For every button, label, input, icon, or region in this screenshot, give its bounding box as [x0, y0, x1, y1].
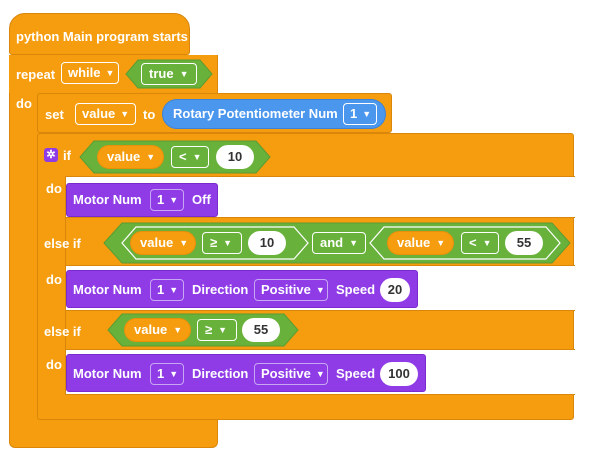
chevron-down-icon: ▼ — [169, 195, 179, 205]
cond2b-operator-dropdown[interactable]: <▼ — [461, 232, 499, 254]
chevron-down-icon: ▼ — [169, 285, 179, 295]
gear-icon[interactable]: ✲ — [44, 148, 58, 162]
motor-direction-speed-block-2[interactable] — [66, 354, 426, 392]
chevron-down-icon: ▼ — [436, 238, 446, 248]
cond2b-value[interactable]: 55 — [505, 231, 543, 255]
chevron-down-icon: ▼ — [482, 238, 492, 248]
chevron-down-icon: ▼ — [362, 109, 372, 119]
elseif-label-1: else if — [44, 236, 81, 251]
if-do-label-3: do — [46, 357, 62, 372]
motor3-label: Motor Num — [73, 366, 142, 381]
set-to-label: to — [143, 107, 156, 122]
cond1-value[interactable]: 10 — [216, 145, 254, 169]
chevron-down-icon: ▼ — [169, 369, 179, 379]
motor2-num-dropdown[interactable]: 1▼ — [150, 279, 184, 301]
chevron-down-icon: ▼ — [173, 325, 183, 335]
repeat-label: repeat — [16, 67, 56, 82]
if-label: if — [63, 148, 71, 163]
motor-direction-speed-block-1[interactable] — [66, 270, 418, 308]
slot-border-4 — [65, 310, 575, 311]
chevron-down-icon: ▼ — [315, 285, 325, 295]
cond1-variable[interactable]: value▼ — [97, 145, 164, 169]
motor2-speed-value[interactable]: 20 — [380, 278, 410, 302]
motor2-direction-label: Direction — [192, 282, 249, 297]
slot-border-5 — [65, 349, 575, 350]
chevron-down-icon: ▼ — [120, 109, 130, 119]
cond2a-variable[interactable]: value▼ — [130, 231, 196, 255]
slot-left-border — [65, 176, 66, 395]
chevron-down-icon: ▼ — [349, 238, 359, 248]
motor2-label: Motor Num — [73, 282, 142, 297]
elseif-label-2: else if — [44, 324, 81, 339]
chevron-down-icon: ▼ — [218, 325, 228, 335]
chevron-down-icon: ▼ — [315, 369, 325, 379]
chevron-down-icon: ▼ — [105, 68, 115, 78]
cond1-operator-dropdown[interactable]: <▼ — [171, 146, 209, 168]
motor3-num-dropdown[interactable]: 1▼ — [150, 363, 184, 385]
motor2-direction-dropdown[interactable]: Positive▼ — [254, 279, 328, 301]
motor3-direction-dropdown[interactable]: Positive▼ — [254, 363, 328, 385]
rotary-potentiometer-block[interactable]: Rotary Potentiometer Num 1▼ — [162, 99, 386, 129]
cond2a-operator-dropdown[interactable]: ≥▼ — [202, 232, 242, 254]
slot-border-1 — [65, 176, 575, 177]
motor3-speed-label: Speed — [336, 366, 376, 381]
slot-border-3 — [65, 265, 575, 266]
if-do-label-2: do — [46, 272, 62, 287]
sensor-label: Rotary Potentiometer Num — [173, 106, 338, 121]
motor-off-block[interactable] — [66, 183, 218, 217]
cond3-operator-dropdown[interactable]: ≥▼ — [197, 319, 237, 341]
chevron-down-icon: ▼ — [179, 238, 189, 248]
slot-border-2 — [65, 217, 575, 218]
cond2b-variable[interactable]: value▼ — [387, 231, 454, 255]
set-variable-dropdown[interactable]: value▼ — [75, 103, 136, 125]
repeat-do-label: do — [16, 96, 32, 111]
motor1-off-label: Off — [192, 192, 211, 207]
sensor-num-dropdown[interactable]: 1▼ — [343, 103, 377, 125]
cond3-variable[interactable]: value▼ — [124, 318, 191, 342]
hat-label: python Main program starts — [16, 29, 188, 44]
chevron-down-icon: ▼ — [192, 152, 202, 162]
motor1-label: Motor Num — [73, 192, 142, 207]
slot-border-6 — [65, 394, 575, 395]
motor3-direction-label: Direction — [192, 366, 249, 381]
chevron-down-icon: ▼ — [179, 69, 189, 79]
motor1-num-dropdown[interactable]: 1▼ — [150, 189, 184, 211]
main-program-hat-block[interactable]: python Main program starts — [9, 13, 190, 55]
and-operator-dropdown[interactable]: and▼ — [312, 232, 366, 254]
right-mask-1 — [575, 132, 591, 432]
motor2-speed-label: Speed — [336, 282, 376, 297]
true-dropdown[interactable]: true▼ — [141, 63, 197, 85]
repeat-mode-dropdown[interactable]: while▼ — [61, 62, 119, 84]
motor3-speed-value[interactable]: 100 — [380, 362, 418, 386]
chevron-down-icon: ▼ — [146, 152, 156, 162]
cond2a-value[interactable]: 10 — [248, 231, 286, 255]
chevron-down-icon: ▼ — [223, 238, 233, 248]
set-label: set — [45, 107, 64, 122]
cond3-value[interactable]: 55 — [242, 318, 280, 342]
true-boolean-block[interactable] — [125, 59, 213, 89]
if-do-label-1: do — [46, 181, 62, 196]
